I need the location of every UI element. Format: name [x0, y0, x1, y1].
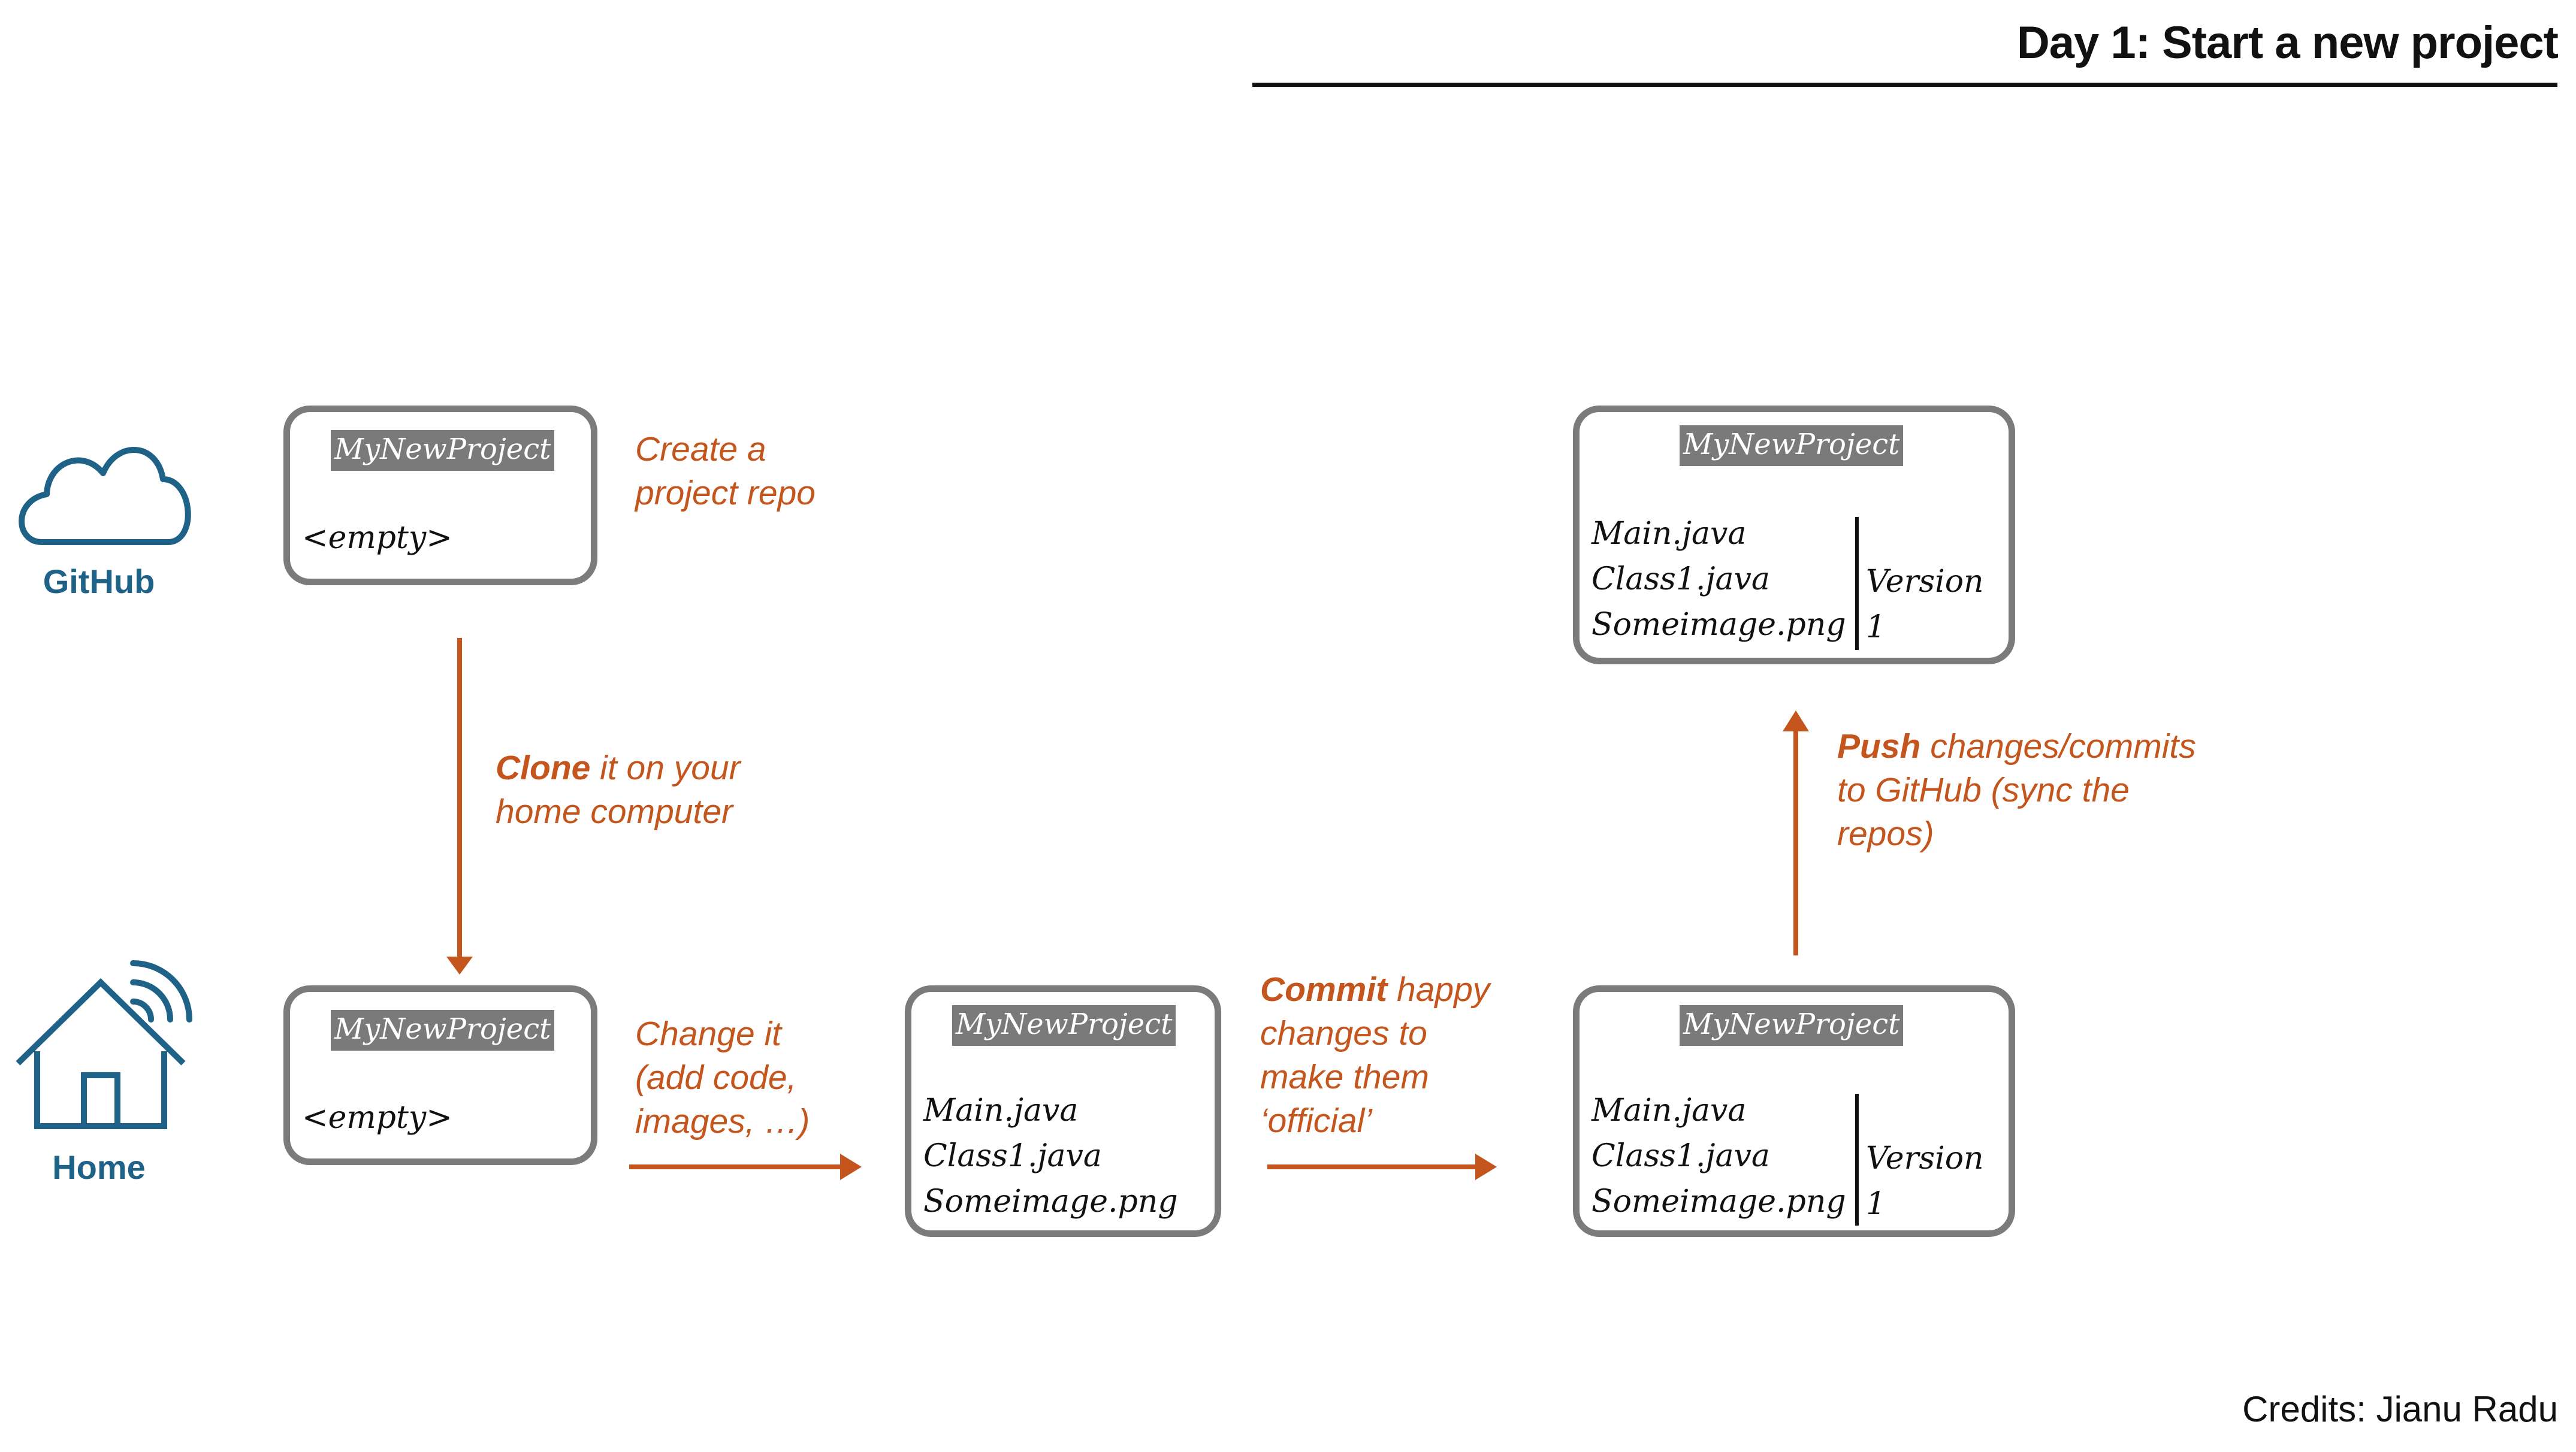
caption-line: Commit happy: [1260, 968, 1490, 1012]
commit-step-caption: Commit happy changes to make them ‘offic…: [1260, 968, 1490, 1143]
caption-line: home computer: [496, 792, 733, 831]
repo-empty-text: <empty>: [302, 520, 452, 556]
version-divider: [1855, 1094, 1859, 1226]
repo-name-label: MyNewProject: [952, 1005, 1176, 1046]
caption-keyword: Push: [1837, 727, 1921, 766]
caption-line: Push changes/commits: [1837, 725, 2196, 769]
caption-keyword: Commit: [1260, 970, 1388, 1009]
caption-line: Clone it on your: [496, 746, 741, 790]
file-item: Main.java: [1591, 516, 1747, 552]
repo-name-label: MyNewProject: [331, 430, 555, 471]
github-repo-initial: MyNewProject <empty>: [283, 406, 597, 585]
github-repo-pushed: MyNewProject Main.java Class1.java Somei…: [1573, 406, 2015, 664]
github-label: GitHub: [43, 562, 155, 600]
home-repo-committed: MyNewProject Main.java Class1.java Somei…: [1573, 985, 2015, 1237]
version-number: 1: [1866, 1186, 1886, 1222]
clone-step-caption: Clone it on your home computer: [496, 746, 741, 834]
home-label: Home: [52, 1148, 146, 1186]
repo-name-label: MyNewProject: [1680, 425, 1904, 466]
page-title: Day 1: Start a new project: [2016, 17, 2559, 68]
change-arrow: [629, 1154, 862, 1180]
change-step-caption: Change it (add code, images, …): [635, 1012, 810, 1144]
credits-text: Credits: Jianu Radu: [2242, 1389, 2558, 1429]
file-item: Class1.java: [1591, 561, 1770, 597]
file-list: Main.java Class1.java Someimage.png: [1591, 1088, 1846, 1224]
caption-text: it on your: [590, 749, 741, 787]
create-step-caption: Create a project repo: [635, 428, 816, 515]
version-divider: [1855, 517, 1859, 650]
house-wifi-icon: [16, 960, 192, 1129]
caption-line: to GitHub (sync the: [1837, 771, 2130, 809]
commit-arrow: [1267, 1154, 1497, 1180]
file-item: Someimage.png: [923, 1184, 1178, 1220]
clone-arrow: [446, 638, 473, 975]
title-underline: [1252, 83, 2557, 87]
caption-text: happy: [1387, 970, 1490, 1009]
file-item: Main.java: [1591, 1093, 1747, 1129]
file-list: Main.java Class1.java Someimage.png: [923, 1088, 1178, 1224]
caption-keyword: Clone: [496, 749, 591, 787]
caption-line: images, …): [635, 1102, 810, 1141]
file-list: Main.java Class1.java Someimage.png: [1591, 511, 1846, 648]
caption-line: repos): [1837, 815, 1934, 853]
caption-line: Create a: [635, 430, 766, 468]
file-item: Class1.java: [1591, 1138, 1770, 1174]
home-repo-changed: MyNewProject Main.java Class1.java Somei…: [905, 985, 1221, 1237]
version-number: 1: [1866, 609, 1886, 645]
version-label: Version: [1866, 564, 1984, 600]
caption-line: changes to: [1260, 1014, 1427, 1052]
repo-name-label: MyNewProject: [1680, 1005, 1904, 1046]
caption-line: ‘official’: [1260, 1102, 1372, 1140]
file-item: Someimage.png: [1591, 607, 1846, 643]
caption-line: (add code,: [635, 1058, 797, 1097]
caption-line: make them: [1260, 1058, 1429, 1096]
caption-line: Change it: [635, 1015, 782, 1053]
home-repo-cloned: MyNewProject <empty>: [283, 985, 597, 1165]
version-label: Version: [1866, 1141, 1984, 1176]
caption-text: changes/commits: [1920, 727, 2196, 766]
file-item: Main.java: [923, 1093, 1079, 1129]
file-item: Class1.java: [923, 1138, 1102, 1174]
caption-line: project repo: [635, 474, 816, 512]
repo-name-label: MyNewProject: [331, 1010, 555, 1051]
cloud-icon: [19, 447, 191, 545]
push-step-caption: Push changes/commits to GitHub (sync the…: [1837, 725, 2196, 856]
push-arrow: [1783, 710, 1809, 955]
file-item: Someimage.png: [1591, 1184, 1846, 1220]
repo-empty-text: <empty>: [302, 1100, 452, 1136]
